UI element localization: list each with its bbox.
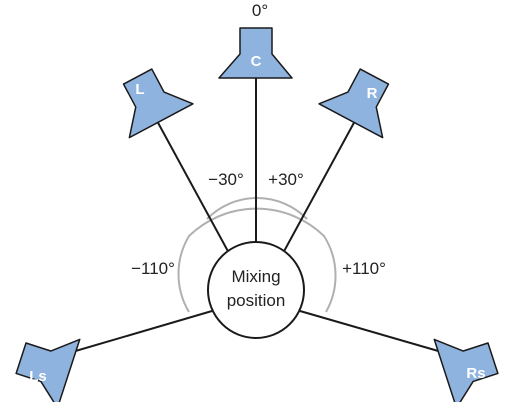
speaker-right-label: R — [367, 85, 378, 102]
speaker-right — [318, 68, 390, 139]
line-left-surround — [54, 310, 213, 358]
mixing-label-line1: Mixing — [231, 267, 280, 286]
speaker-left-surround-icon — [15, 338, 81, 407]
speaker-right-icon — [318, 68, 390, 139]
angle-left-surround-label: −110° — [131, 259, 175, 278]
speaker-left-surround-label: Ls — [29, 368, 47, 385]
mixing-position: Mixing position — [207, 241, 305, 339]
speaker-center: C — [218, 27, 293, 79]
speaker-left — [122, 68, 194, 139]
line-right-surround — [299, 310, 460, 358]
speaker-right-surround-icon — [433, 338, 499, 407]
angle-left-front-label: −30° — [208, 170, 244, 189]
speaker-center-icon — [218, 27, 293, 79]
speaker-right-surround — [433, 338, 499, 407]
line-right — [281, 107, 363, 256]
speaker-left-label: L — [135, 81, 144, 98]
speaker-center-label: C — [251, 53, 262, 70]
line-left — [149, 107, 231, 256]
angle-right-surround-label: +110° — [342, 259, 386, 278]
speaker-right-surround-label: Rs — [466, 365, 485, 382]
angle-right-front-label: +30° — [268, 170, 304, 189]
speaker-left-surround — [15, 338, 81, 407]
angle-front-label: 0° — [252, 1, 268, 20]
mixing-label-line2: position — [227, 291, 286, 310]
speaker-left-icon — [122, 68, 194, 139]
